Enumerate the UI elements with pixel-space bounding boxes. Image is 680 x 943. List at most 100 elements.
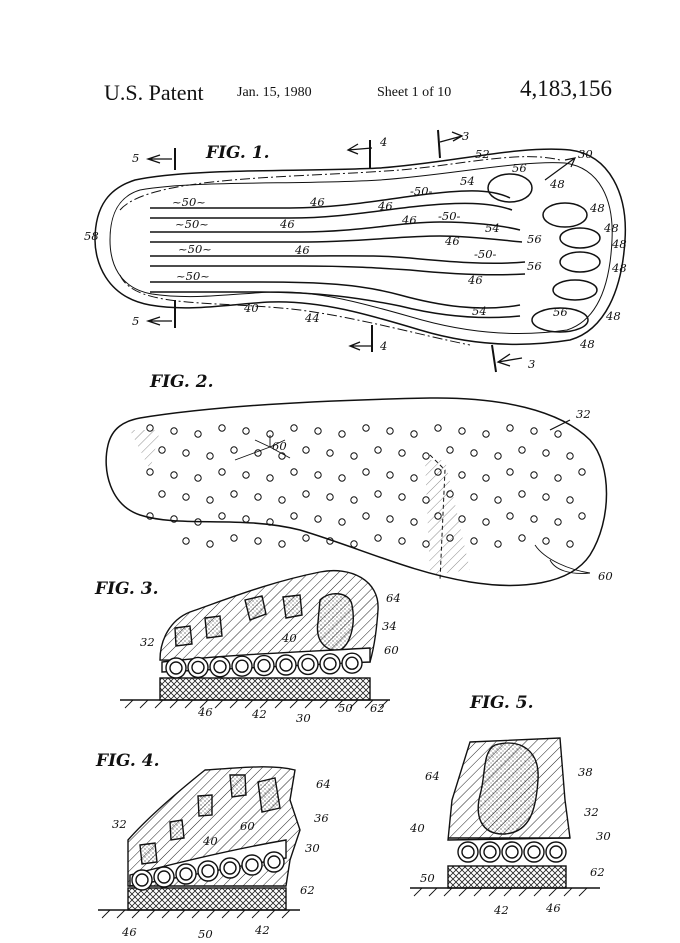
perforation-hole <box>542 537 550 545</box>
perforation-hole <box>326 493 334 501</box>
figure-1-label: FIG. 1. <box>205 143 270 163</box>
patent-date: Jan. 15, 1980 <box>237 85 312 100</box>
perforation-hole <box>434 512 442 520</box>
perforation-hole <box>290 512 298 520</box>
figure-5-tubes <box>457 841 567 863</box>
tube-bore <box>549 845 563 859</box>
ref-54-a: 54 <box>460 174 475 188</box>
perforation-hole <box>578 512 586 520</box>
ref-48-a: 48 <box>549 177 565 191</box>
perforation-hole <box>518 534 526 542</box>
perforation-hole <box>374 490 382 498</box>
ref-30: 30 <box>578 147 593 161</box>
ref-48-c: 48 <box>603 221 619 235</box>
perforation-hole <box>458 515 466 523</box>
ref-64-fig4: 64 <box>316 777 331 791</box>
perforation-hole <box>362 424 370 432</box>
perforation-hole <box>338 430 346 438</box>
perforation-hole <box>290 468 298 476</box>
perforation-hole <box>314 515 322 523</box>
tube-bore <box>527 845 541 859</box>
perforation-hole <box>278 540 286 548</box>
figure-2-labels: FIG. 2. 32 60 60 <box>149 372 613 583</box>
tube-bore <box>169 661 183 675</box>
perforation-hole <box>302 446 310 454</box>
perforation-hole <box>266 518 274 526</box>
perforation-hole <box>146 424 154 432</box>
ref-64-fig3: 64 <box>386 591 401 605</box>
perforation-hole <box>194 430 202 438</box>
perforation-hole <box>398 493 406 501</box>
perforation-hole <box>170 427 178 435</box>
patent-title: U.S. Patent <box>104 80 204 105</box>
ref-32-fig2: 32 <box>576 407 591 421</box>
perforation-hole <box>254 493 262 501</box>
perforation-hole <box>518 446 526 454</box>
figure-1 <box>94 129 627 373</box>
ref-36: 36 <box>314 811 329 825</box>
ref-30-fig3: 30 <box>296 711 311 725</box>
figure-3 <box>120 570 390 709</box>
perforation-hole <box>482 474 490 482</box>
ref-5-top: 5 <box>132 151 139 165</box>
ref-58: 58 <box>84 229 99 243</box>
perforation-hole <box>158 490 166 498</box>
ref-50-a: ~50~ <box>172 195 206 209</box>
ref-3-bottom: 3 <box>528 357 535 371</box>
figure-1-labels: FIG. 1. 5 5 4 4 3 3 30 52 56 48 48 48 48… <box>84 129 627 371</box>
perforation-hole <box>494 496 502 504</box>
ref-56-a: 56 <box>512 161 527 175</box>
ref-40-fig5: 40 <box>409 821 425 835</box>
tube-bore <box>257 658 271 673</box>
perforation-hole <box>410 518 418 526</box>
tube-bore <box>157 870 171 884</box>
tube-bore <box>223 861 237 875</box>
ref-62-fig5: 62 <box>590 865 605 879</box>
perforation-hole <box>566 540 574 548</box>
ref-40-fig3: 40 <box>281 631 297 645</box>
perforation-hole <box>362 468 370 476</box>
perforation-hole <box>146 468 154 476</box>
perforation-hole <box>410 474 418 482</box>
ref-4-top: 4 <box>379 135 387 149</box>
perforation-hole <box>542 493 550 501</box>
perforation-hole <box>230 446 238 454</box>
perforation-hole <box>470 493 478 501</box>
perforation-hole <box>458 471 466 479</box>
patent-number: 4,183,156 <box>520 76 612 101</box>
perforation-hole <box>446 490 454 498</box>
figure-4-tubes <box>131 851 285 891</box>
perforation-hole <box>326 537 334 545</box>
ref-42-fig5: 42 <box>493 903 509 917</box>
tube-bore <box>191 660 205 675</box>
perforation-hole <box>338 474 346 482</box>
figure-5-label: FIG. 5. <box>469 693 534 713</box>
figure-2 <box>105 397 608 587</box>
perforation-hole <box>446 534 454 542</box>
perforation-hole <box>302 490 310 498</box>
ref-52: 52 <box>475 147 490 161</box>
ref-64-fig5: 64 <box>425 769 440 783</box>
perforation-hole <box>254 449 262 457</box>
tube-bore <box>323 657 337 671</box>
ref-50-fig4: 50 <box>198 927 213 941</box>
perforation-hole <box>182 537 190 545</box>
perforation-hole <box>422 540 430 548</box>
perforation-hole <box>554 430 562 438</box>
perforation-hole <box>374 446 382 454</box>
tube-bore <box>345 656 359 670</box>
perforation-hole <box>386 515 394 523</box>
ref-38: 38 <box>578 765 593 779</box>
perforation-hole <box>458 427 466 435</box>
perforation-hole <box>434 424 442 432</box>
sheet-number: Sheet 1 of 10 <box>377 85 452 100</box>
ref-46-fig3: 46 <box>197 705 213 719</box>
ref-50-fig3: 50 <box>338 701 353 715</box>
ref-50-e: -50- <box>410 184 433 198</box>
tube-bore <box>135 873 149 887</box>
perforation-hole <box>206 452 214 460</box>
ref-42-fig4: 42 <box>254 923 270 937</box>
perforation-hole <box>314 471 322 479</box>
perforation-hole <box>422 452 430 460</box>
